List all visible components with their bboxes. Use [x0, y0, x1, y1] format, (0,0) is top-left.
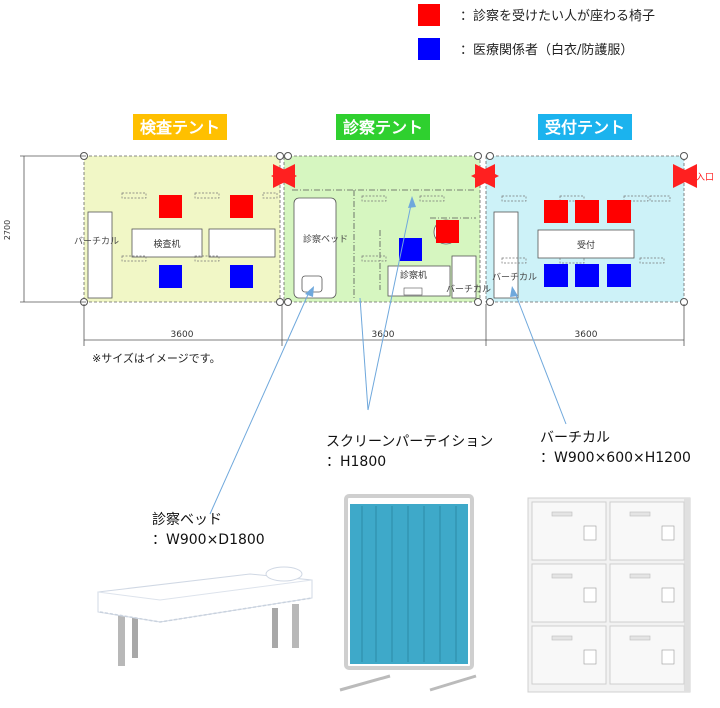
cabinet-consult-label: バーチカル	[446, 284, 491, 295]
callout-screen-name: スクリーンパーテイション	[326, 434, 493, 450]
screen-partition-photo	[339, 494, 477, 692]
tent-outlines	[83, 155, 685, 303]
laptop	[403, 287, 423, 296]
exam-bed-label: 診察ベッド	[303, 233, 348, 245]
reception-tent-furniture: バーチカル 受付	[492, 195, 671, 299]
tent-title-exam: 検査テント	[133, 114, 227, 140]
callout-arrowhead	[510, 286, 518, 297]
svg-text:検査テント: 検査テント	[140, 118, 220, 137]
size-note: ※サイズはイメージです。	[92, 351, 221, 365]
dimension-lines	[20, 155, 685, 346]
staff-position	[544, 264, 568, 287]
legend-label-chair: ：診察を受けたい人が座わる椅子	[460, 8, 655, 24]
consult-desk-label: 診察机	[400, 269, 427, 281]
callout-cabinet-name: バーチカル	[540, 430, 610, 446]
cabinet-reception-label: バーチカル	[492, 272, 537, 283]
legend-swatch-chair	[418, 4, 440, 26]
staff-position	[230, 265, 253, 288]
tent-title-consult: 診察テント	[336, 114, 430, 140]
exam-bed-photo	[97, 566, 313, 666]
height-dimension: 2700	[3, 220, 12, 240]
reception-desk	[537, 229, 635, 259]
callout-arrowhead	[408, 196, 416, 208]
legend-swatch-staff	[418, 38, 440, 60]
reception-desk-label: 受付	[577, 239, 595, 251]
staff-position	[159, 265, 182, 288]
exam-bed	[293, 197, 337, 299]
patient-chair	[230, 195, 253, 218]
cabinet-reception	[493, 211, 519, 299]
callout-arrowhead	[305, 286, 314, 297]
tent-title-reception: 受付テント	[538, 114, 632, 140]
patient-chair	[544, 200, 568, 223]
entrance-label: 入口	[696, 172, 714, 183]
exam-desk-1	[131, 228, 203, 258]
staff-position	[607, 264, 631, 287]
svg-text:受付テント: 受付テント	[545, 118, 625, 137]
svg-text:診察テント: 診察テント	[343, 118, 423, 137]
cabinet-consult	[451, 255, 477, 299]
width-dimension-exam: 3600	[171, 330, 194, 340]
cabinet-photo	[527, 497, 691, 693]
patient-chair	[575, 200, 599, 223]
legend-label-staff: ：医療関係者（白衣/防護服）	[460, 42, 633, 58]
callout-bed-spec: ：W900×D1800	[152, 532, 265, 548]
staff-position	[399, 238, 422, 261]
patient-chair	[159, 195, 182, 218]
cabinet-exam-label: バーチカル	[74, 236, 119, 247]
exam-tent-furniture: バーチカル 検査机	[74, 192, 278, 299]
exam-desk-2	[208, 228, 276, 258]
staff-position	[575, 264, 599, 287]
callout-screen-spec: ：H1800	[326, 454, 386, 470]
width-dimension-consult: 3600	[372, 330, 395, 340]
legend: ：診察を受けたい人が座わる椅子 ：医療関係者（白衣/防護服）	[418, 4, 655, 60]
exam-desk-1-label: 検査机	[153, 238, 180, 250]
callout-lines	[209, 199, 567, 515]
patient-chair	[607, 200, 631, 223]
callout-bed-name: 診察ベッド	[152, 511, 222, 528]
consult-tent-furniture: 診察ベッド 診察机 バーチカル	[292, 189, 491, 299]
cabinet-exam	[87, 211, 113, 299]
width-dimension-reception: 3600	[575, 330, 598, 340]
patient-chair	[436, 220, 459, 243]
callout-cabinet-spec: ：W900×600×H1200	[540, 450, 691, 466]
